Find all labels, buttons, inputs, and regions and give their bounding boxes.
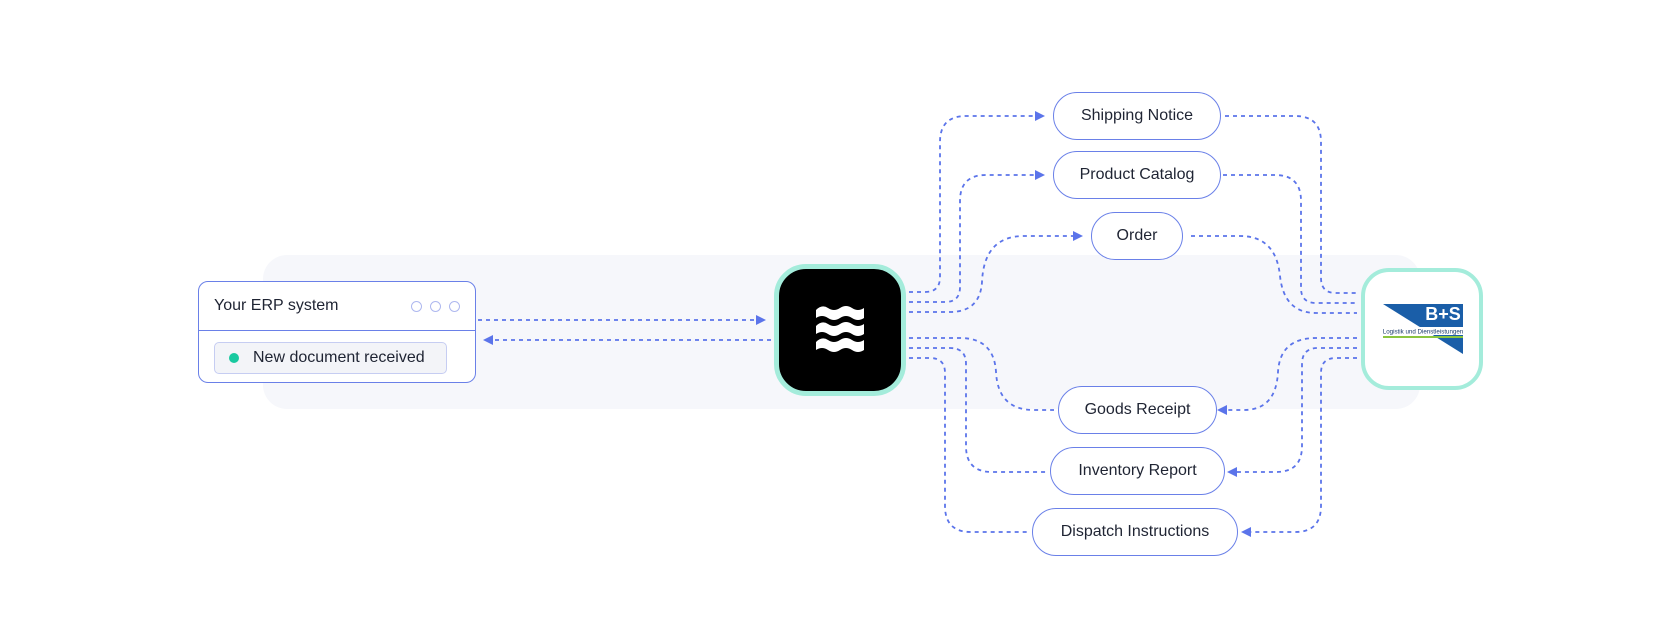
- connector-hub-to-shipping-notice: [909, 111, 1045, 293]
- document-pill-goods-receipt[interactable]: Goods Receipt: [1058, 386, 1217, 434]
- document-pill-order[interactable]: Order: [1091, 212, 1183, 260]
- document-pill-dispatch-instructions[interactable]: Dispatch Instructions: [1032, 508, 1238, 556]
- erp-system-card: Your ERP system New document received: [198, 281, 476, 383]
- status-dot-icon: [229, 353, 239, 363]
- document-pill-inventory-report[interactable]: Inventory Report: [1050, 447, 1225, 495]
- connector-order-to-partner: [1191, 235, 1357, 314]
- connector-hub-inventory-report: [909, 347, 1048, 473]
- connector-hub-to-product-catalog: [909, 170, 1045, 303]
- waves-logo-icon: [816, 306, 864, 352]
- status-badge: New document received: [214, 342, 447, 374]
- window-control-icon: [449, 300, 460, 312]
- window-control-icon: [430, 300, 441, 312]
- document-label: Order: [1116, 227, 1158, 244]
- connector-partner-to-goods-receipt: [1217, 337, 1357, 415]
- partner-logo-text: B+S: [1425, 304, 1461, 324]
- connector-partner-to-inventory-report: [1227, 347, 1357, 477]
- partner-logo-tile: B+S Logistik und Dienstleistungen: [1361, 268, 1483, 390]
- document-label: Goods Receipt: [1084, 401, 1191, 418]
- partner-tagline: Logistik und Dienstleistungen: [1383, 329, 1464, 336]
- document-label: Shipping Notice: [1080, 107, 1194, 124]
- document-label: Dispatch Instructions: [1060, 523, 1210, 540]
- status-text: New document received: [253, 349, 425, 366]
- connector-shipping-notice-to-partner: [1225, 115, 1357, 294]
- connector-product-catalog-to-partner: [1223, 174, 1357, 304]
- window-control-icon: [411, 300, 422, 312]
- document-label: Inventory Report: [1078, 462, 1197, 479]
- connector-partner-to-dispatch-instructions: [1241, 357, 1357, 537]
- connector-hub-to-order: [909, 231, 1083, 313]
- connector-hub-dispatch-instructions: [909, 357, 1029, 533]
- document-pill-shipping-notice[interactable]: Shipping Notice: [1053, 92, 1221, 140]
- document-pill-product-catalog[interactable]: Product Catalog: [1053, 151, 1221, 199]
- erp-header: Your ERP system: [199, 282, 475, 331]
- erp-title: Your ERP system: [214, 297, 339, 314]
- connector-hub-goods-receipt: [909, 337, 1054, 411]
- partner-logo: B+S Logistik und Dienstleistungen: [1383, 304, 1464, 354]
- document-label: Product Catalog: [1079, 166, 1195, 183]
- integration-hub-tile: [774, 264, 906, 396]
